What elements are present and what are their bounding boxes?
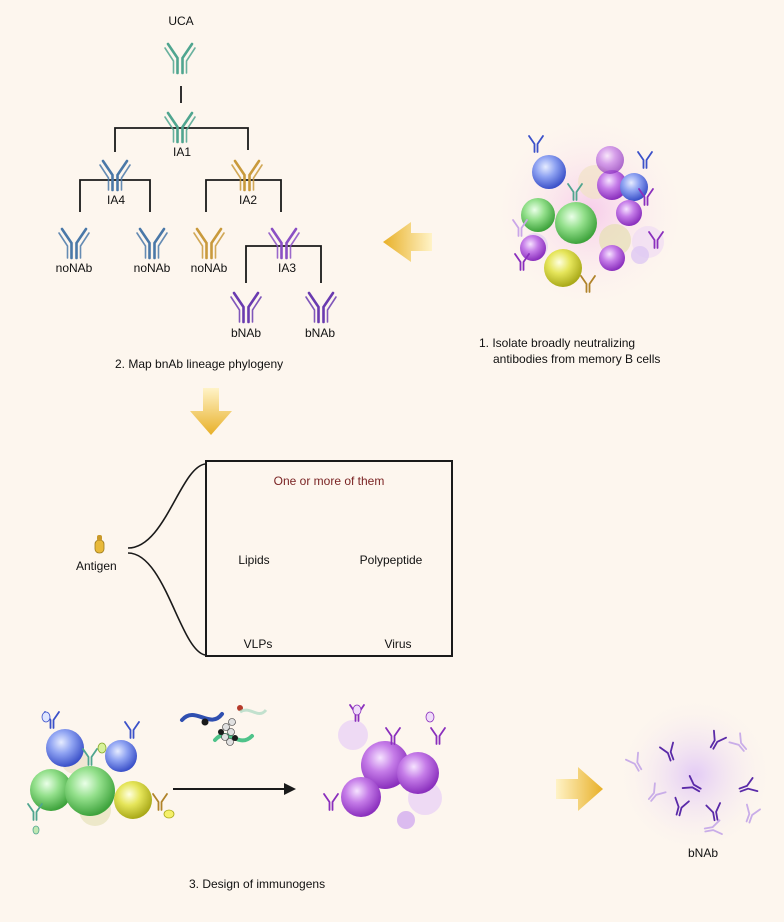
ia1-label: IA1 <box>172 145 192 159</box>
uca-antibody-icon <box>163 42 197 75</box>
phylogeny-tree <box>79 86 322 283</box>
immunization-arrow <box>173 783 296 795</box>
bnab-group <box>615 695 775 855</box>
down-arrow-icon <box>190 388 232 435</box>
b-cell-cluster-before <box>27 711 175 835</box>
virus-label: Virus <box>384 637 412 651</box>
ia3-label: IA3 <box>277 261 297 275</box>
polypeptide-label: Polypeptide <box>359 553 423 567</box>
antigen-box-title: One or more of them <box>273 474 385 488</box>
step2-caption: 2. Map bnAb lineage phylogeny <box>115 357 284 371</box>
bnab-antibody-icon-2 <box>304 291 338 324</box>
nonab-antibody-icon-3 <box>192 227 226 260</box>
ia2-antibody-icon <box>230 159 264 192</box>
lipids-label: Lipids <box>238 553 270 567</box>
leaf-label-1: noNAb <box>55 261 93 275</box>
bnab-antibody-icon-1 <box>229 291 263 324</box>
left-arrow-icon <box>383 222 432 262</box>
ia4-label: IA4 <box>106 193 126 207</box>
nonab-antibody-icon-1 <box>57 227 91 260</box>
immunogen-mixture-icon <box>180 705 268 746</box>
leaf-label-5: bNAb <box>304 326 336 340</box>
ia4-antibody-icon <box>98 159 132 192</box>
b-cell-cluster-after <box>323 704 446 829</box>
step3-caption: 3. Design of immunogens <box>189 877 326 891</box>
antigen-label: Antigen <box>76 559 117 573</box>
ia2-label: IA2 <box>238 193 258 207</box>
antigen-icon <box>94 535 105 554</box>
bnab-result-label: bNAb <box>687 846 719 860</box>
vlps-label: VLPs <box>243 637 273 651</box>
leaf-label-2: noNAb <box>133 261 171 275</box>
antigen-bracket <box>127 463 206 656</box>
uca-label: UCA <box>168 14 194 28</box>
leaf-label-4: bNAb <box>230 326 262 340</box>
leaf-label-3: noNAb <box>190 261 228 275</box>
antigen-types-box: One or more of them <box>205 460 453 657</box>
step1-caption-line1: 1. Isolate broadly neutralizing <box>479 336 636 350</box>
step1-caption-line2: antibodies from memory B cells <box>493 352 661 366</box>
right-arrow-icon <box>556 767 603 811</box>
memory-b-cell-cluster <box>490 112 690 312</box>
nonab-antibody-icon-2 <box>135 227 169 260</box>
ia3-antibody-icon <box>267 227 301 260</box>
